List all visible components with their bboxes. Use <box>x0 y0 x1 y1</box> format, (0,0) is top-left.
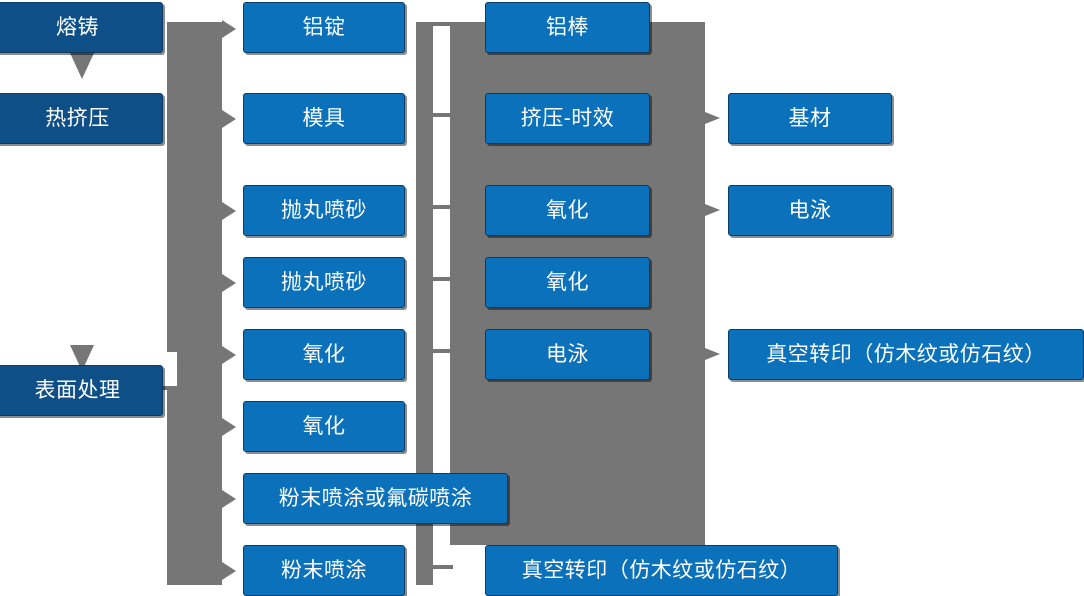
out-vacuum-print[interactable]: 真空转印（仿木纹或仿石纹） <box>728 329 1084 380</box>
stage-hot-extrude[interactable]: 热挤压 <box>0 93 163 144</box>
proc-extrude-age[interactable]: 挤压-时效 <box>485 93 650 144</box>
arrowhead-col1-1 <box>222 20 236 38</box>
arrowhead-col1-4 <box>222 274 236 292</box>
arrow-to-surface <box>70 345 94 371</box>
arrowhead-out-1 <box>705 112 720 124</box>
rung-5 <box>433 349 453 353</box>
rung-2 <box>433 113 453 117</box>
proc-oxidation-3[interactable]: 氧化 <box>485 185 650 236</box>
proc-oxidation-4[interactable]: 氧化 <box>485 257 650 308</box>
arrowhead-col1-5 <box>222 346 236 364</box>
rung-3 <box>433 205 453 209</box>
arrowhead-col1-3 <box>222 202 236 220</box>
rung-6 <box>433 565 453 569</box>
arrowhead-out-3 <box>705 348 720 360</box>
out-substrate[interactable]: 基材 <box>728 93 892 144</box>
rung-4 <box>433 277 453 281</box>
proc-mold[interactable]: 模具 <box>243 93 405 144</box>
proc-shot-blast-1[interactable]: 抛丸喷砂 <box>243 185 405 236</box>
proc-vacuum-print-1[interactable]: 真空转印（仿木纹或仿石纹） <box>485 545 838 596</box>
proc-shot-blast-2[interactable]: 抛丸喷砂 <box>243 257 405 308</box>
rung-1 <box>433 22 453 26</box>
proc-aluminum-ingot[interactable]: 铝锭 <box>243 2 405 53</box>
connector-band-stages-to-col1 <box>70 20 236 585</box>
out-electrophoresis[interactable]: 电泳 <box>728 185 892 236</box>
stub-surface-to-band <box>163 386 177 390</box>
arrowhead-col1-6 <box>222 418 236 436</box>
proc-oxidation-2[interactable]: 氧化 <box>243 401 405 452</box>
proc-aluminum-bar[interactable]: 铝棒 <box>485 2 650 53</box>
proc-powder-coating[interactable]: 粉末喷涂 <box>243 545 405 596</box>
arrowhead-col1-7 <box>222 490 236 508</box>
connector-band-col1-riser <box>416 22 453 585</box>
arrowhead-col1-8 <box>222 562 236 580</box>
arrowhead-col1-2 <box>222 110 236 128</box>
arrowhead-out-2 <box>705 204 720 216</box>
stage-surface[interactable]: 表面处理 <box>0 365 163 416</box>
stage-melt-cast[interactable]: 熔铸 <box>0 2 163 53</box>
proc-electrophor-1[interactable]: 电泳 <box>485 329 650 380</box>
proc-oxidation-1[interactable]: 氧化 <box>243 329 405 380</box>
proc-powder-or-pvdf[interactable]: 粉末喷涂或氟碳喷涂 <box>243 473 508 524</box>
